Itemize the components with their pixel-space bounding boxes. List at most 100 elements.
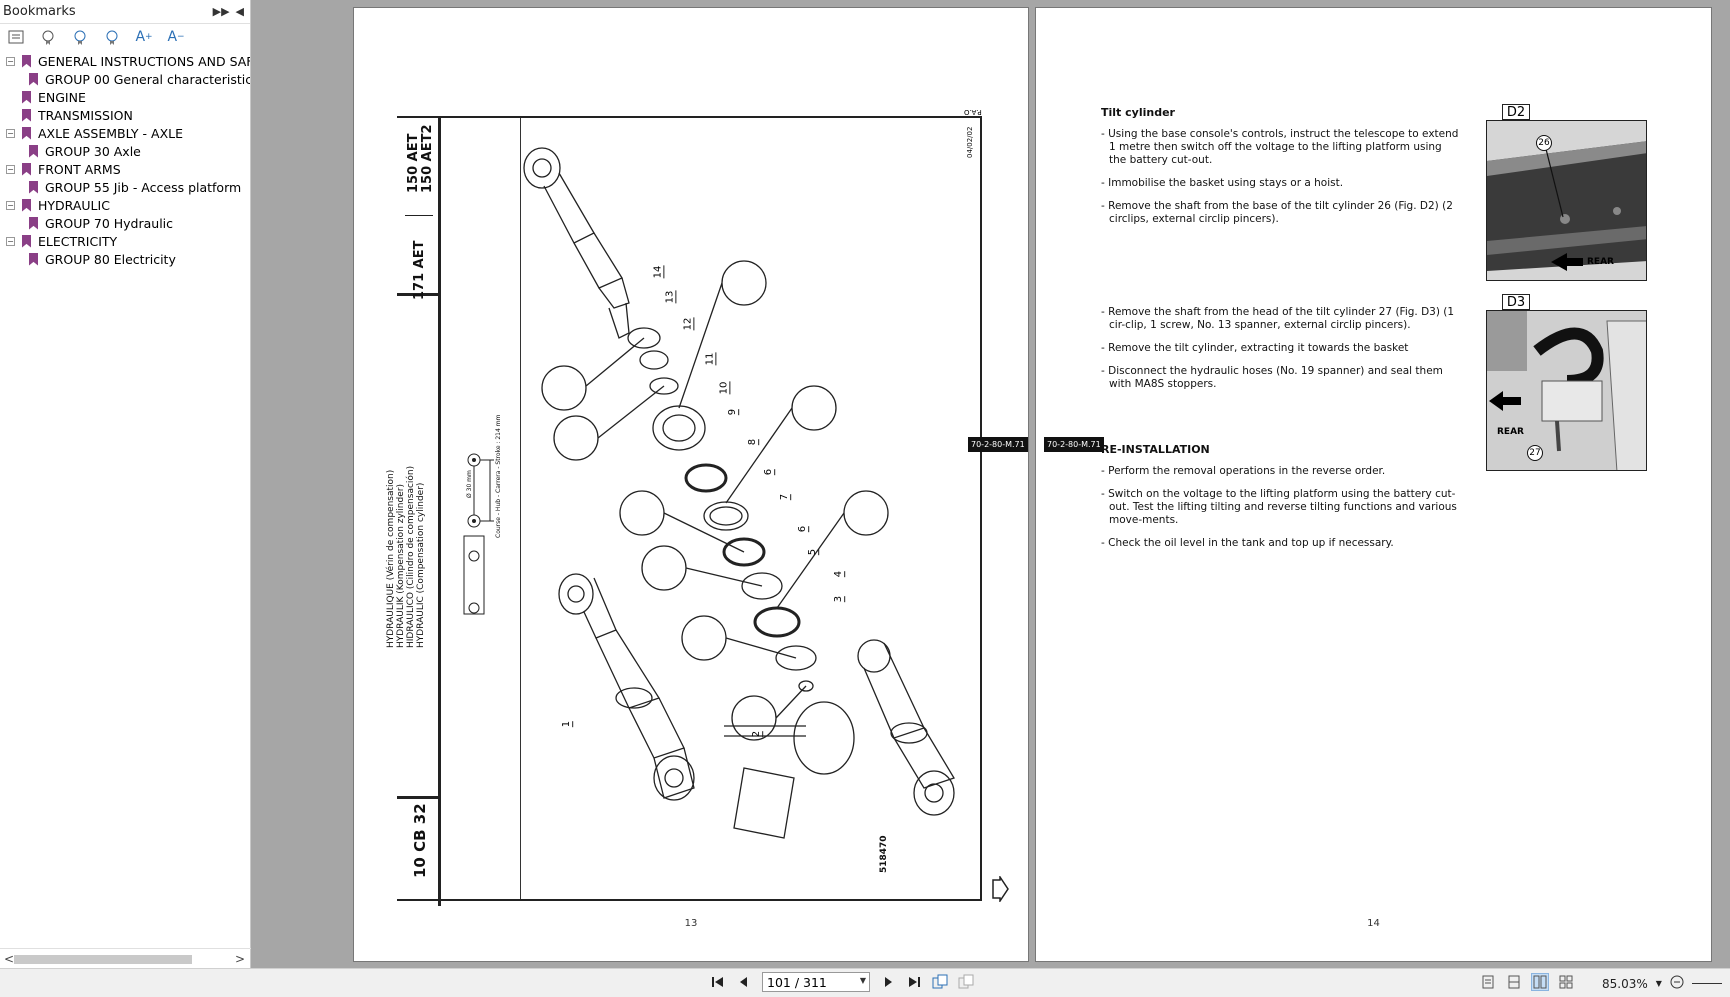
figure-d3-photo <box>1487 311 1646 470</box>
bookmarks-toolbar: A+ A− <box>0 24 250 50</box>
expand-panel-icon[interactable]: ▶▶ <box>212 5 230 18</box>
bookmark-item[interactable]: GROUP 70 Hydraulic <box>0 214 250 232</box>
decrease-font-icon[interactable]: A− <box>167 29 185 45</box>
title-line-fr: HYDRAULIQUE (Vérin de compensation) <box>386 469 396 648</box>
bookmarks-header: Bookmarks ▶▶ ◀ <box>0 0 250 24</box>
chevron-down-icon[interactable]: ▼ <box>859 976 866 985</box>
collapse-toggle-icon[interactable]: − <box>6 164 15 174</box>
title-line-es: HIDRAULICO (Cilindro de compensación) <box>406 465 416 648</box>
callout-number: 11 <box>704 352 717 366</box>
collapse-toggle-icon[interactable]: − <box>6 128 15 138</box>
page-13-pao: P.A.O <box>964 108 982 116</box>
bookmark-label: GROUP 00 General characteristics and saf… <box>45 71 250 87</box>
bookmark-icon <box>22 234 31 248</box>
callout-number: 6 <box>797 525 810 533</box>
bookmark-item[interactable]: GROUP 80 Electricity <box>0 250 250 268</box>
document-view[interactable]: 04/02/02 P.A.O 150 AET 150 AET2 171 AET … <box>251 0 1730 968</box>
figure-d3: 27 REAR <box>1486 310 1647 471</box>
bookmark-item[interactable]: − HYDRAULIC <box>0 196 250 214</box>
page-14-tag: 70-2-80-M.71 <box>1044 437 1104 452</box>
bookmark-label: HYDRAULIC <box>38 197 110 213</box>
collapse-toggle-icon[interactable]: − <box>6 56 15 66</box>
previous-page-button[interactable] <box>736 974 752 990</box>
delete-bookmark-icon[interactable] <box>102 27 122 47</box>
next-page-button[interactable] <box>880 974 896 990</box>
bookmark-options-icon[interactable] <box>6 27 26 47</box>
step-text: - Remove the shaft from the base of the … <box>1101 200 1453 225</box>
zoom-out-icon[interactable] <box>1670 975 1684 992</box>
callout-number: 12 <box>682 317 695 331</box>
bookmark-label: ELECTRICITY <box>38 233 118 249</box>
callout-number: 10 <box>718 381 731 395</box>
bookmark-item[interactable]: −FRONT ARMS <box>0 160 250 178</box>
increase-font-icon[interactable]: A+ <box>135 29 153 45</box>
zoom-value[interactable]: 85.03% <box>1602 976 1648 991</box>
scroll-left-icon[interactable]: < <box>4 951 15 966</box>
step-text: - Using the base console's controls, ins… <box>1101 128 1459 166</box>
figure-d2-caption: REAR <box>1587 257 1614 267</box>
bookmark-item[interactable]: GROUP 00 General characteristics and saf… <box>0 70 250 88</box>
bookmark-icon <box>29 252 38 266</box>
step-text: - Perform the removal operations in the … <box>1101 465 1386 477</box>
bookmark-label: TRANSMISSION <box>38 107 133 123</box>
horizontal-scrollbar[interactable]: < > <box>0 948 251 968</box>
bookmark-item[interactable]: ENGINE <box>0 88 250 106</box>
bookmark-item[interactable]: −GENERAL INSTRUCTIONS AND SAFETY <box>0 52 250 70</box>
reinstallation-heading: RE-INSTALLATION <box>1101 443 1210 456</box>
bookmark-icon <box>22 126 31 140</box>
page-13-tag: 70-2-80-M.71 <box>968 437 1028 452</box>
continuous-page-icon[interactable] <box>1506 974 1522 990</box>
callout-number: 2 <box>751 730 764 738</box>
bookmark-item[interactable]: TRANSMISSION <box>0 106 250 124</box>
collapse-toggle-icon[interactable]: − <box>6 200 15 210</box>
callout-number: 7 <box>779 493 792 501</box>
scroll-right-icon[interactable]: > <box>234 951 245 966</box>
scrollbar-thumb[interactable] <box>14 955 192 964</box>
bookmark-icon <box>29 72 38 86</box>
collapse-toggle-icon[interactable]: − <box>6 236 15 246</box>
callout-number: 6 <box>763 468 776 476</box>
bookmark-icon <box>22 162 31 176</box>
last-page-button[interactable] <box>906 974 922 990</box>
page-14-number: 14 <box>1367 918 1380 929</box>
step-text: - Remove the shaft from the head of the … <box>1101 306 1455 331</box>
bookmark-item[interactable]: − ELECTRICITY <box>0 232 250 250</box>
step-text: - Remove the tilt cylinder, extracting i… <box>1101 342 1409 354</box>
zoom-slider[interactable] <box>1691 983 1722 984</box>
bookmark-label: GROUP 70 Hydraulic <box>45 215 174 231</box>
zoom-dropdown-icon[interactable]: ▼ <box>1655 979 1662 988</box>
collapse-panel-icon[interactable]: ◀ <box>235 5 244 18</box>
bookmark-label: GROUP 30 Axle <box>45 143 141 159</box>
bookmark-item[interactable]: GROUP 30 Axle <box>0 142 250 160</box>
bookmark-item[interactable]: −AXLE ASSEMBLY - AXLE <box>0 124 250 142</box>
continuous-facing-icon[interactable] <box>1558 974 1574 990</box>
bookmarks-title: Bookmarks <box>3 4 76 19</box>
next-view-icon[interactable] <box>958 974 974 990</box>
first-page-button[interactable] <box>710 974 726 990</box>
previous-view-icon[interactable] <box>932 974 948 990</box>
next-bookmark-icon[interactable] <box>70 27 90 47</box>
bookmark-icon <box>29 144 38 158</box>
bookmark-item[interactable]: GROUP 55 Jib - Access platform <box>0 178 250 196</box>
exploded-view-frame <box>397 116 982 901</box>
figure-d2-photo <box>1487 121 1646 280</box>
facing-pages-icon[interactable] <box>1531 973 1549 991</box>
bookmark-label: ENGINE <box>38 89 86 105</box>
page-13: 04/02/02 P.A.O 150 AET 150 AET2 171 AET … <box>353 7 1029 962</box>
model-box <box>397 116 441 906</box>
add-bookmark-icon[interactable] <box>38 27 58 47</box>
bookmarks-panel: Bookmarks ▶▶ ◀ A+ A− −GENERAL INSTRUCTIO… <box>0 0 251 968</box>
figure-d2-callout: 26 <box>1536 135 1552 151</box>
model-label-150aet2: 150 AET2 <box>420 124 435 193</box>
zoom-control: 85.03% ▼ <box>1602 975 1722 992</box>
bookmark-icon <box>22 108 31 122</box>
figure-d2-label: D2 <box>1502 104 1530 120</box>
single-page-icon[interactable] <box>1480 974 1496 990</box>
callout-number: 1 <box>561 720 574 728</box>
bookmark-icon <box>22 54 31 68</box>
status-bar: 101 / 311 ▼ <box>0 968 1730 997</box>
code-label: 10 CB 32 <box>411 803 429 878</box>
page-number-input[interactable]: 101 / 311 ▼ <box>762 972 870 992</box>
step-text: - Disconnect the hydraulic hoses (No. 19… <box>1101 365 1443 390</box>
